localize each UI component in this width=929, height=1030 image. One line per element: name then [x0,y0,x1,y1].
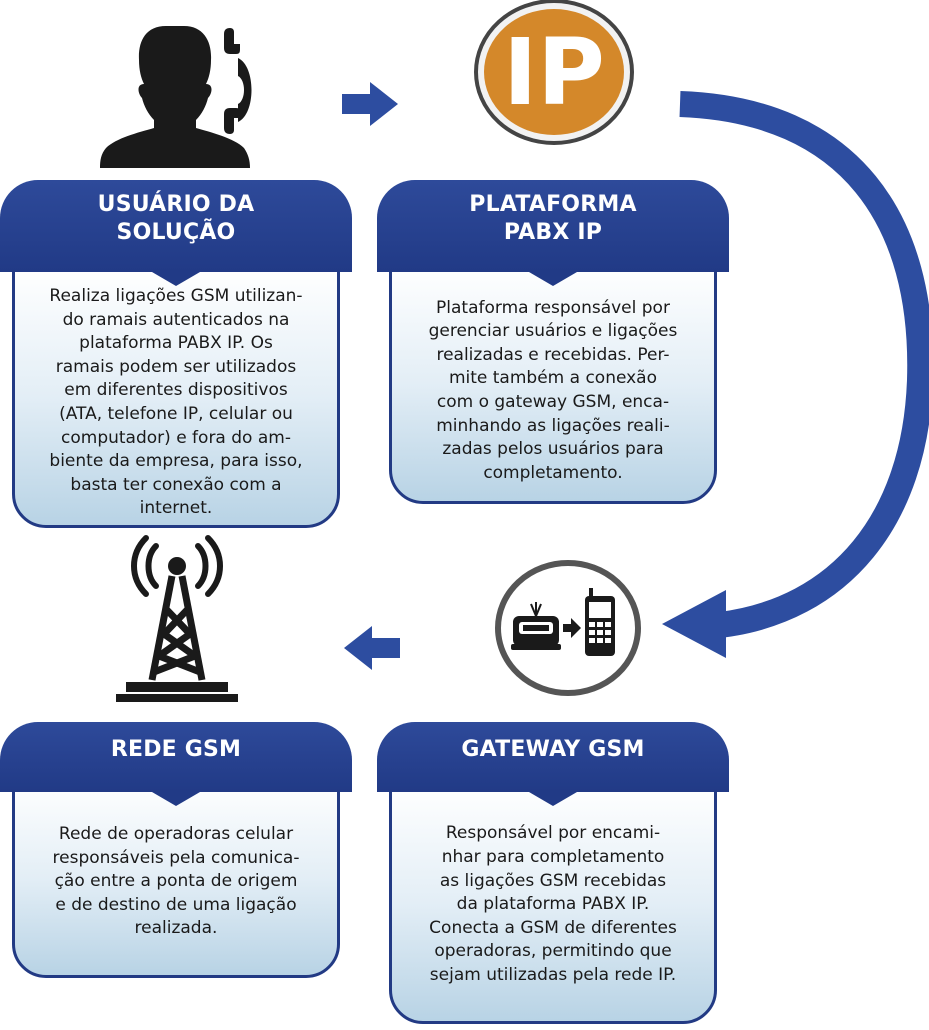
card-gateway-text: Responsável por encami- nhar para comple… [429,823,677,985]
arrow-right-icon [342,82,398,126]
card-gsm-network: REDE GSM Rede de operadoras celular resp… [0,722,352,978]
ip-logo-text: IP [503,19,605,126]
gateway-to-cellphone-icon [495,560,641,696]
card-pabx: PLATAFORMA PABX IP Plataforma responsáve… [377,180,729,504]
card-gateway: GATEWAY GSM Responsável por encami- nhar… [377,722,729,1024]
card-pabx-body: Plataforma responsável por gerenciar usu… [389,236,717,504]
radio-tower-icon [116,535,238,702]
card-gateway-header: GATEWAY GSM [377,722,729,792]
card-pabx-title: PLATAFORMA PABX IP [469,192,637,245]
card-gsm-network-header: REDE GSM [0,722,352,792]
card-user-header: USUÁRIO DA SOLUÇÃO [0,180,352,272]
card-gsm-network-text: Rede de operadoras celular responsáveis … [52,824,300,939]
card-pabx-text: Plataforma responsável por gerenciar usu… [428,297,678,483]
card-pabx-header: PLATAFORMA PABX IP [377,180,729,272]
card-user-title: USUÁRIO DA SOLUÇÃO [97,192,255,245]
card-gateway-body: Responsável por encami- nhar para comple… [389,756,717,1024]
arrow-left-icon [344,626,400,670]
card-gsm-network-title: REDE GSM [110,737,242,762]
card-gateway-title: GATEWAY GSM [461,737,645,762]
card-user: USUÁRIO DA SOLUÇÃO Realiza ligações GSM … [0,180,352,528]
card-user-text: Realiza ligações GSM utilizan- do ramais… [49,286,303,519]
user-with-phone-icon [100,26,252,168]
ip-logo-icon: IP [474,0,634,145]
curved-arrow-icon [662,91,929,658]
